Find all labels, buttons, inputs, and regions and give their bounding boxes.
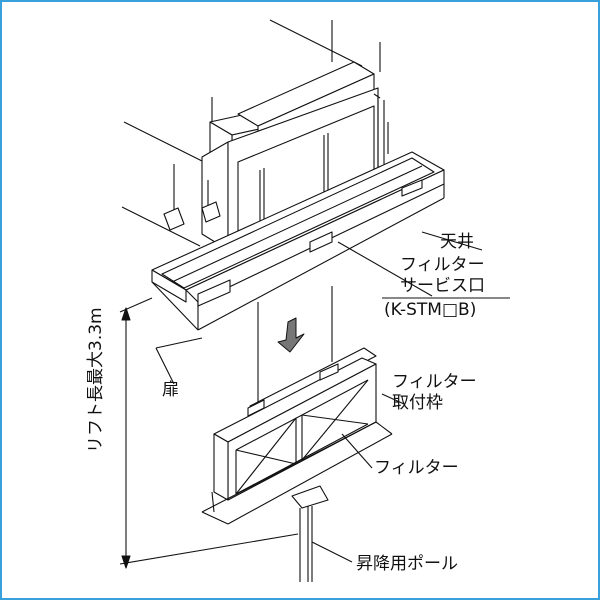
lift-pole-lower [291,485,353,582]
hanger-rods [163,122,389,231]
label-lift-pole: 昇降用ポール [356,554,458,574]
label-filter-frame-line2: 取付枠 [392,393,443,413]
label-filter-frame-line1: フィルター [392,372,477,392]
filter-frame [201,347,405,525]
label-service-port-line2: サービス口 [400,276,485,296]
label-door: 扉 [162,380,179,400]
label-filter: フィルター [374,458,459,478]
label-model: (K-STM□B) [384,300,477,320]
label-service-port-line1: フィルター [400,255,485,275]
label-ceiling: 天井 [440,232,474,252]
label-lift-length: リフト長最大3.3m [86,307,106,453]
leader-lines-top [155,231,510,385]
lift-dimension-line [119,297,299,569]
down-arrow-icon [277,317,305,353]
service-port-tray [151,151,445,331]
duct-box [201,61,385,251]
lift-pole-upper [257,286,333,402]
